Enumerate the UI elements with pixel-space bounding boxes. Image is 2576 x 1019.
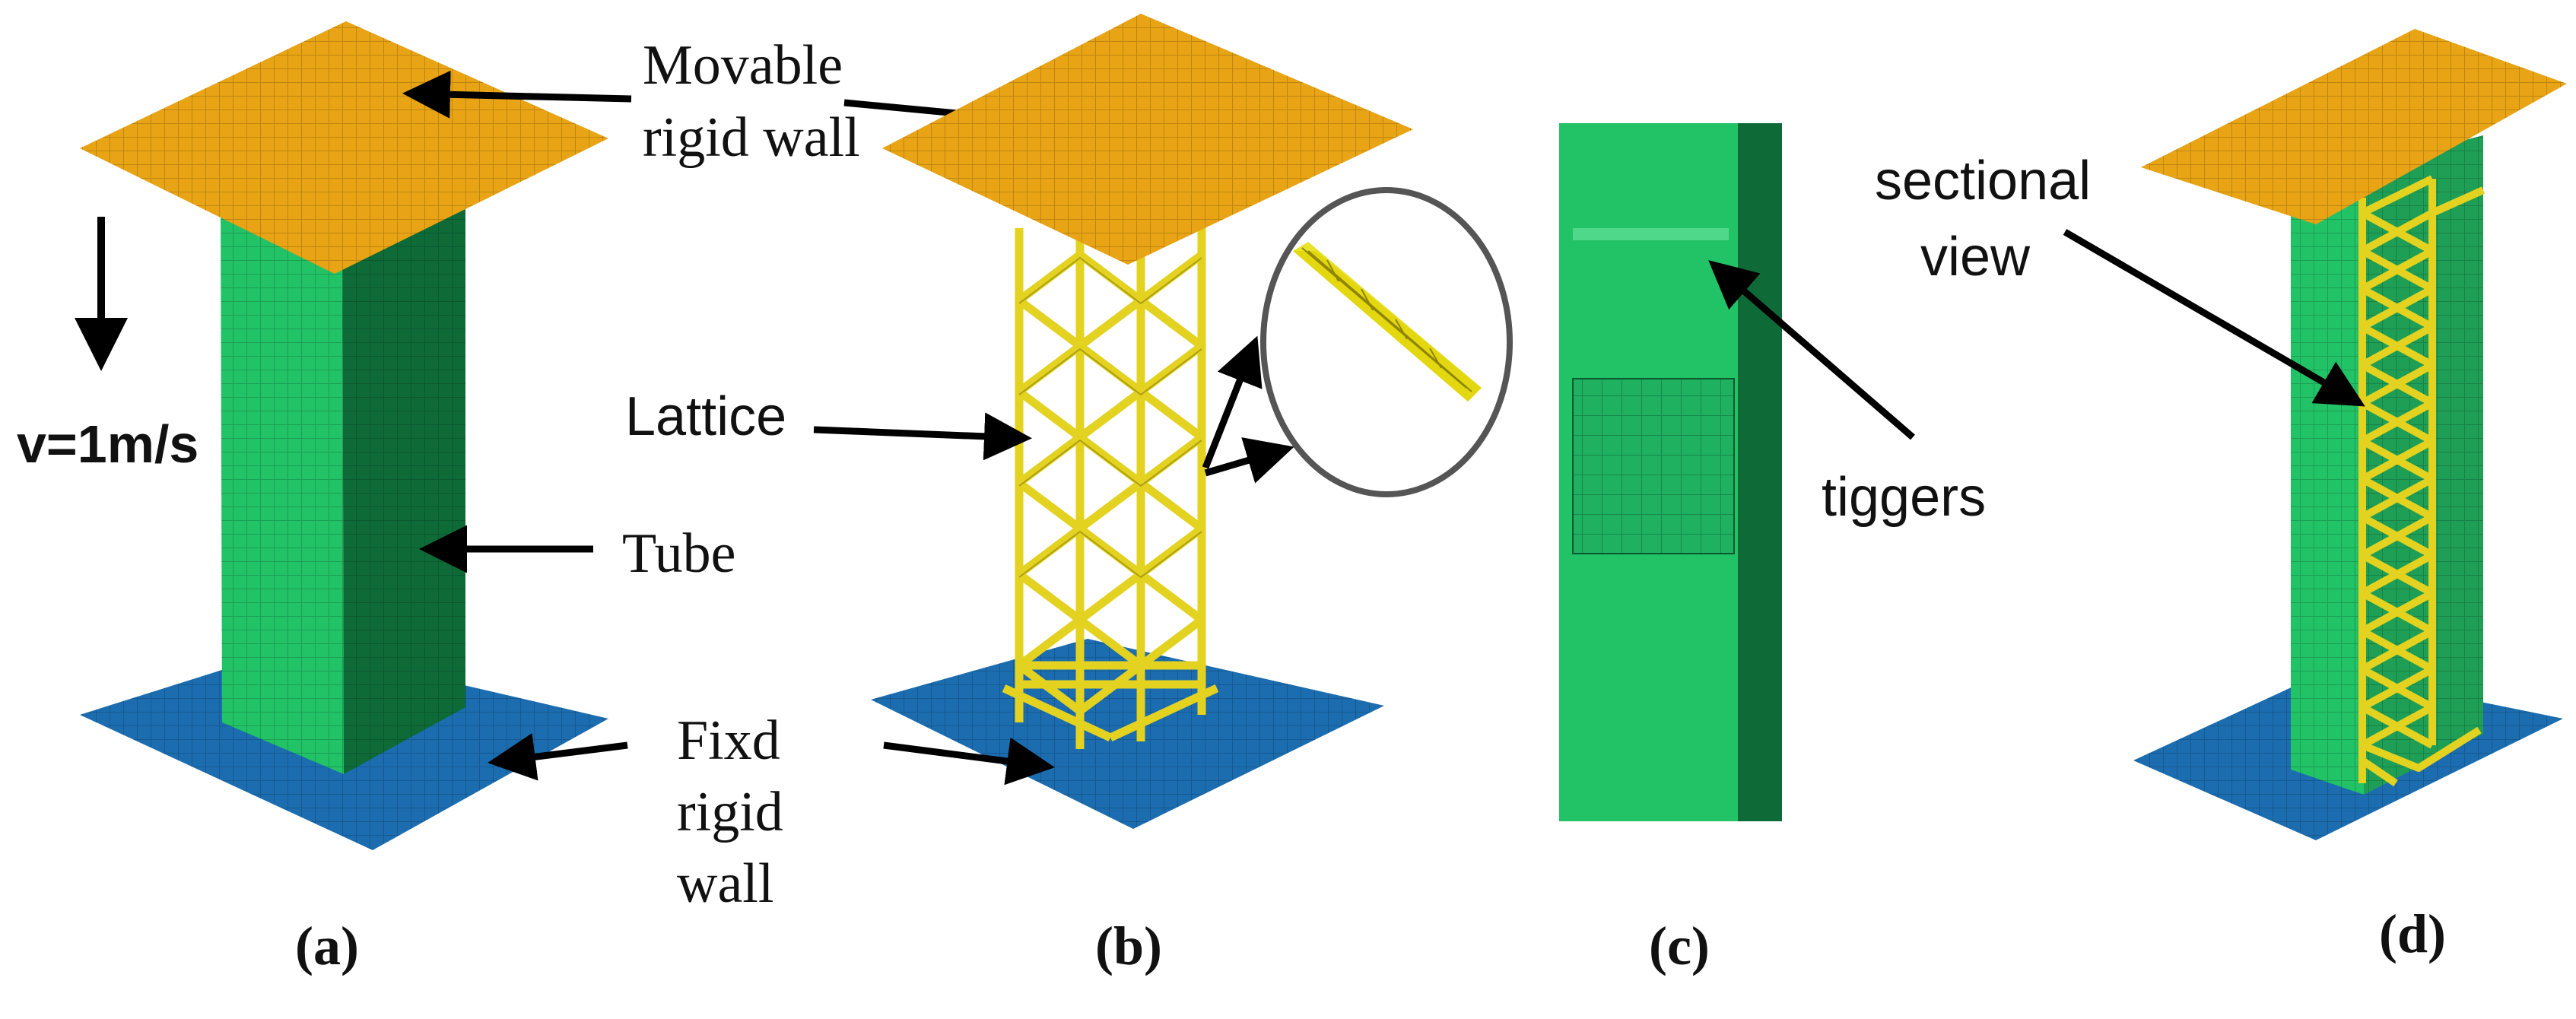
panel-a: v=1m/s Tube (a) — [17, 21, 735, 976]
caption-b: (b) — [1095, 916, 1162, 976]
movable-rigid-wall-d — [2141, 29, 2567, 224]
movable-rigid-wall-b — [882, 14, 1413, 265]
fixed-wall-label-line3: wall — [677, 852, 773, 915]
panel-d: sectional view (d) — [1875, 29, 2567, 964]
sectional-view-label-line2: view — [1920, 227, 2031, 287]
movable-wall-label-line1: Movable — [643, 34, 843, 97]
lattice-structure — [1002, 228, 1219, 749]
fixed-wall-annotation: Fixd rigid wall — [677, 709, 783, 915]
movable-wall-annotation: Movable rigid wall — [402, 34, 1053, 169]
panel-b: Lattice (b) — [625, 14, 1513, 976]
triggers-label: tiggers — [1822, 467, 1986, 528]
fixed-wall-arrow-a — [488, 733, 628, 781]
caption-c: (c) — [1649, 916, 1710, 976]
movable-wall-arrow-a — [402, 70, 632, 119]
caption-d: (d) — [2379, 903, 2446, 964]
movable-wall-label-line2: rigid wall — [643, 106, 860, 169]
panel-c: tiggers (c) — [1559, 123, 1986, 976]
lattice-label: Lattice — [625, 386, 786, 447]
caption-a: (a) — [295, 916, 359, 976]
trigger-groove — [1573, 228, 1729, 240]
sectional-tube — [2291, 135, 2483, 795]
zoom-arrow-2 — [1204, 437, 1294, 484]
lattice-shading — [1018, 256, 1202, 579]
tube-label: Tube — [622, 522, 735, 585]
triggers-arrow — [1708, 260, 1915, 440]
fixed-wall-arrow-b — [883, 737, 1055, 786]
fixed-wall-label-line1: Fixd — [677, 709, 780, 772]
sectional-lattice — [2358, 175, 2485, 787]
tube-a — [221, 175, 465, 774]
mesh-detail — [1572, 378, 1735, 554]
sectional-view-arrow — [2063, 229, 2365, 407]
zoom-arrow-1 — [1202, 335, 1263, 469]
velocity-label: v=1m/s — [17, 414, 199, 474]
zoom-inset-icon — [1260, 187, 1513, 497]
sectional-view-label-line1: sectional — [1875, 151, 2091, 211]
tube-side-strip — [1738, 123, 1782, 821]
lattice-arrow — [813, 412, 1032, 461]
fixed-wall-label-line2: rigid — [677, 781, 783, 843]
movable-rigid-wall-a — [80, 21, 608, 274]
